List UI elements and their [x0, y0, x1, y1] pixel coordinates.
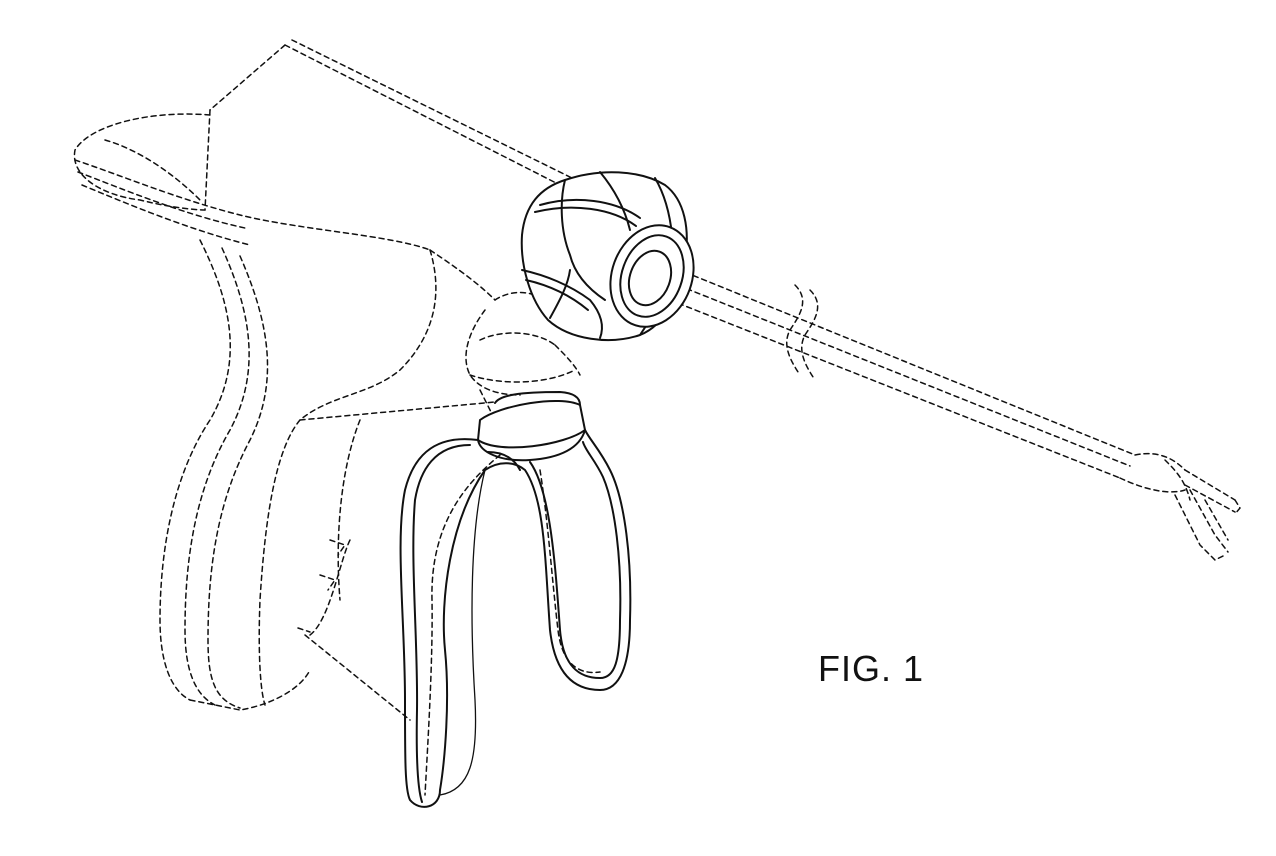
finger-ring-lever — [399, 391, 632, 808]
figure-label: FIG. 1 — [818, 648, 925, 689]
instrument-housing-outline — [73, 39, 581, 721]
instrument-shaft-outline — [659, 261, 1241, 561]
rotation-knob — [520, 171, 695, 341]
